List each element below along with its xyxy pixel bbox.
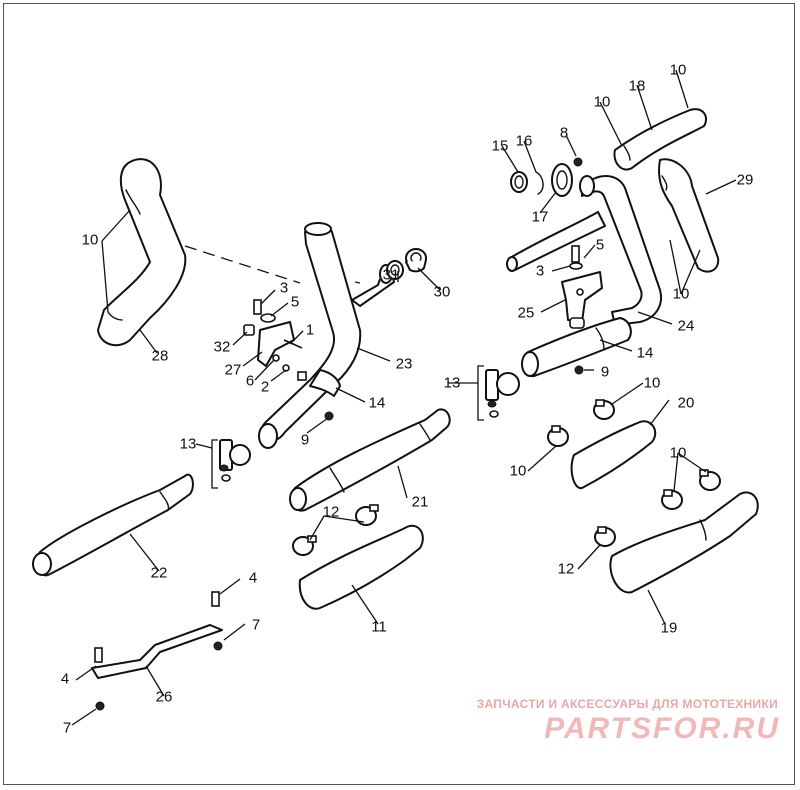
callout-12: 12 xyxy=(323,504,340,521)
callout-21: 21 xyxy=(412,494,429,511)
callout-8: 8 xyxy=(560,125,568,142)
callout-10: 10 xyxy=(644,375,661,392)
part-14-collar-rear xyxy=(521,317,632,378)
part-17-flange xyxy=(551,163,573,197)
callout-10: 10 xyxy=(670,62,687,79)
part-28-heat-shield xyxy=(97,158,187,347)
callout-27: 27 xyxy=(225,362,242,379)
callout-25: 25 xyxy=(518,305,535,322)
callout-3: 3 xyxy=(536,263,544,280)
part-16-retaining-ring xyxy=(535,171,544,195)
callout-10: 10 xyxy=(510,463,527,480)
callout-12: 12 xyxy=(558,561,575,578)
part-10-clamp-a xyxy=(593,399,615,420)
callout-7: 7 xyxy=(63,720,71,737)
callout-31: 31 xyxy=(383,267,400,284)
part-15-gasket xyxy=(510,171,528,193)
front-bracket-hardware xyxy=(243,299,307,381)
part-13-clamp-right xyxy=(477,365,520,421)
callout-29: 29 xyxy=(737,172,754,189)
callout-11: 11 xyxy=(371,619,387,636)
callout-6: 6 xyxy=(246,373,254,390)
alignment-line xyxy=(184,245,301,284)
part-18-heat-shield xyxy=(613,108,708,171)
callout-10: 10 xyxy=(82,232,99,249)
part-7-nut-a xyxy=(213,641,223,651)
part-12-clamps-center xyxy=(292,504,379,556)
callout-9: 9 xyxy=(301,432,309,449)
part-29-heat-shield xyxy=(658,158,720,273)
callout-16: 16 xyxy=(516,133,533,150)
callout-4: 4 xyxy=(61,671,69,688)
callout-9: 9 xyxy=(601,364,609,381)
callout-28: 28 xyxy=(152,348,169,365)
callout-26: 26 xyxy=(156,689,173,706)
callout-10: 10 xyxy=(670,445,687,462)
callout-18: 18 xyxy=(629,78,646,95)
callout-5: 5 xyxy=(291,294,299,311)
callout-labels: 10 28 3 5 1 32 27 6 2 23 14 9 13 22 21 1… xyxy=(61,62,754,737)
part-10-clamp-d xyxy=(699,469,721,491)
part-30-gasket xyxy=(405,248,427,273)
callout-22: 22 xyxy=(151,565,168,582)
part-12-clamp-right xyxy=(594,526,616,547)
part-8-nut xyxy=(573,157,583,167)
callout-23: 23 xyxy=(396,356,413,373)
callout-7: 7 xyxy=(252,617,260,634)
callout-13: 13 xyxy=(444,375,461,392)
callout-1: 1 xyxy=(306,322,314,339)
watermark-brand-logo: PARTSFOR.RU xyxy=(544,712,780,745)
leader-lines xyxy=(71,69,737,726)
callout-30: 30 xyxy=(434,284,451,301)
callout-2: 2 xyxy=(261,379,269,396)
callout-5: 5 xyxy=(596,237,604,254)
part-11-tail-shield xyxy=(298,524,424,610)
callout-14: 14 xyxy=(369,395,386,412)
callout-10: 10 xyxy=(673,286,690,303)
callout-10: 10 xyxy=(594,94,611,111)
part-22-muffler-left xyxy=(32,473,194,577)
part-10-clamp-c xyxy=(661,489,683,510)
part-7-nut-b xyxy=(95,701,105,711)
watermark-tagline: ЗАПЧАСТИ И АКСЕССУАРЫ ДЛЯ МОТОТЕХНИКИ xyxy=(476,697,778,711)
part-10-clamp-b xyxy=(547,425,569,447)
part-14-collar-front xyxy=(309,369,341,397)
part-26-mounting-bracket xyxy=(91,591,223,679)
callout-4: 4 xyxy=(249,570,257,587)
callout-32: 32 xyxy=(214,339,231,356)
callout-3: 3 xyxy=(280,280,288,297)
part-20-tail-shield xyxy=(570,420,657,490)
callout-13: 13 xyxy=(180,436,197,453)
part-21-muffler-center xyxy=(289,408,451,512)
part-24-rear-header-pipe xyxy=(506,175,662,326)
callout-15: 15 xyxy=(492,138,509,155)
part-9-nut-rear xyxy=(574,365,584,375)
callout-17: 17 xyxy=(532,209,549,226)
callout-20: 20 xyxy=(678,395,695,412)
callout-24: 24 xyxy=(678,318,695,335)
part-31-gasket xyxy=(386,260,404,280)
callout-14: 14 xyxy=(637,345,654,362)
callout-19: 19 xyxy=(661,620,678,637)
part-25-rear-bracket xyxy=(561,245,603,329)
part-19-muffler-shield xyxy=(609,491,759,594)
part-13-clamp-left xyxy=(211,439,251,489)
